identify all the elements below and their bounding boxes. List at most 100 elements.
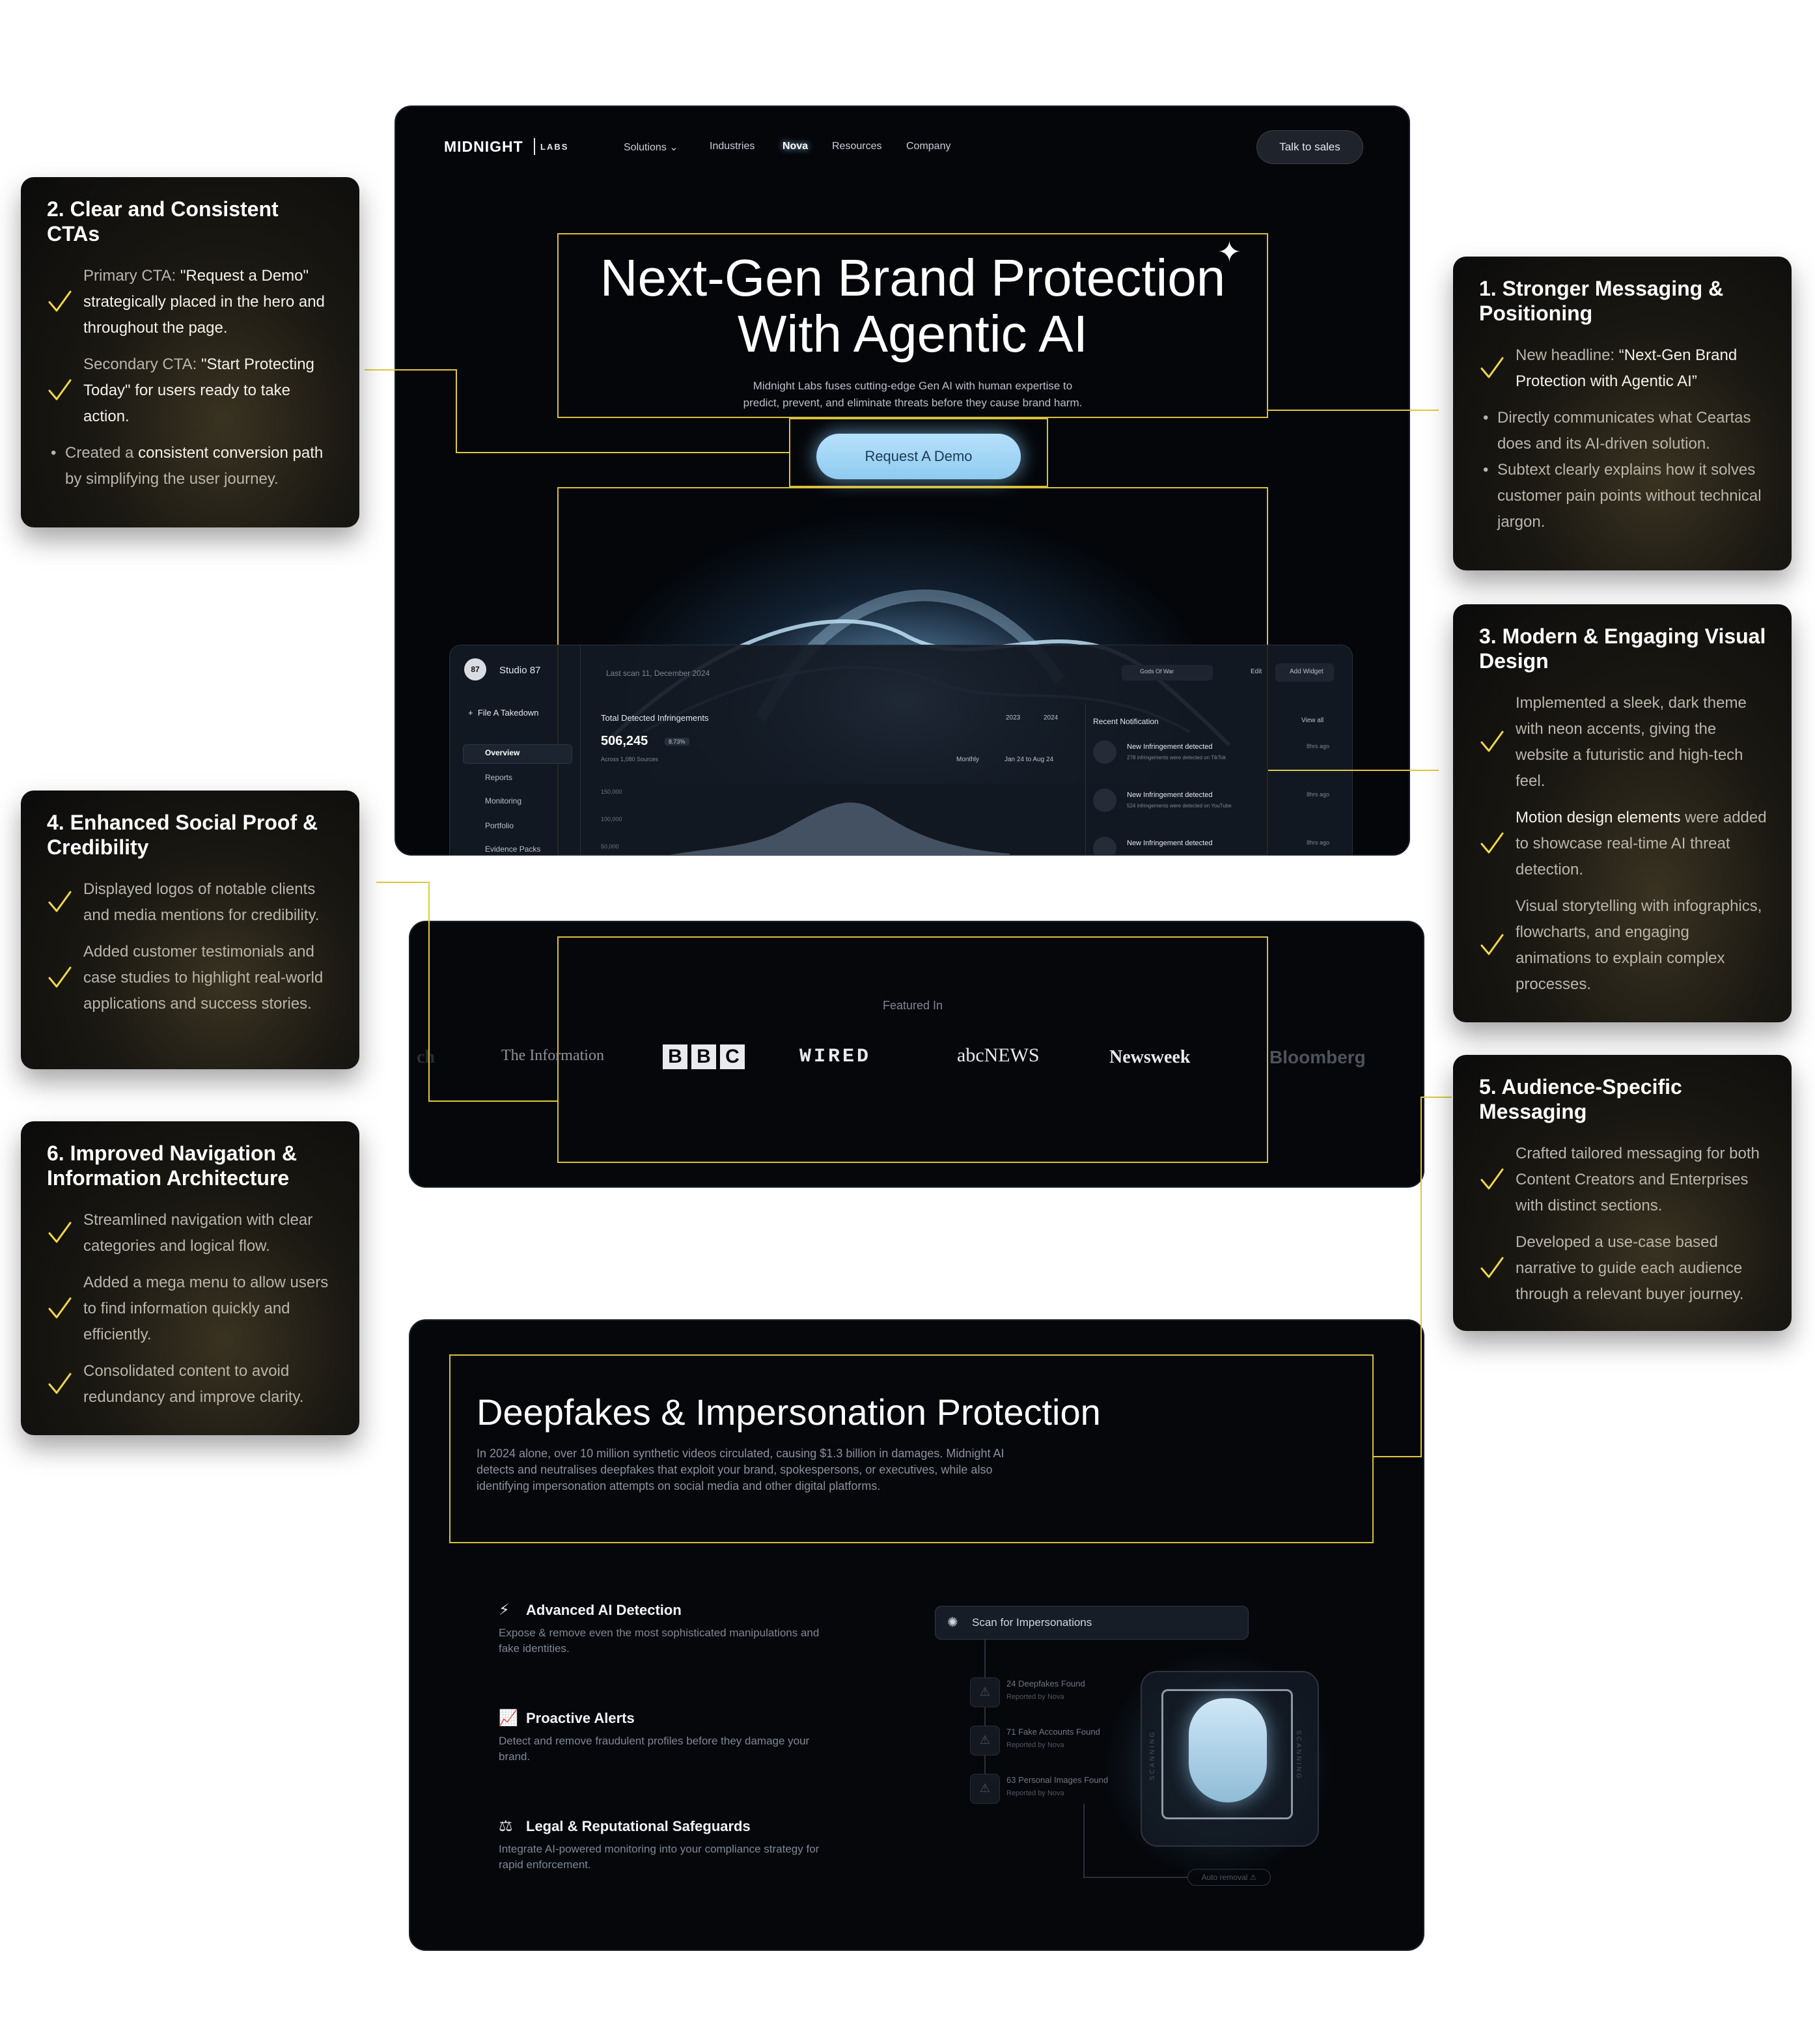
menu-evidence-packs[interactable]: Evidence Packs bbox=[485, 845, 541, 854]
auto-removal-badge: Auto removal ⚠ bbox=[1187, 1869, 1271, 1886]
nav-resources[interactable]: Resources bbox=[832, 141, 882, 152]
logo-main: MIDNIGHT bbox=[444, 138, 523, 155]
headline-highlight bbox=[557, 233, 1268, 418]
cta-highlight bbox=[789, 418, 1048, 487]
check-icon bbox=[1479, 932, 1505, 959]
card-bullet: Directly communicates what Ceartas does … bbox=[1479, 405, 1768, 457]
card-point: Motion design elements were added to sho… bbox=[1479, 805, 1768, 883]
menu-portfolio[interactable]: Portfolio bbox=[485, 821, 514, 830]
growth-badge: 8.73% bbox=[665, 738, 689, 746]
check-icon bbox=[1479, 1167, 1505, 1193]
check-icon bbox=[1479, 356, 1505, 382]
scanning-label-left: SCANNING bbox=[1148, 1730, 1156, 1780]
logo-abc-news: abcNEWS bbox=[957, 1044, 1040, 1066]
check-icon bbox=[47, 1296, 73, 1322]
legend-2024: 2024 bbox=[1044, 714, 1059, 721]
scan-result-title: 24 Deepfakes Found bbox=[1006, 1679, 1085, 1688]
card-title: 6. Improved Navigation &Information Arch… bbox=[47, 1141, 298, 1190]
nav-nova[interactable]: Nova bbox=[783, 141, 809, 152]
auto-removal-connector-h bbox=[1083, 1877, 1187, 1878]
annotation-card-navigation: 6. Improved Navigation &Information Arch… bbox=[21, 1121, 359, 1435]
check-icon bbox=[1479, 729, 1505, 755]
notification-panel bbox=[1085, 704, 1346, 855]
card-point: Added a mega menu to allow users to find… bbox=[47, 1270, 336, 1348]
period-select[interactable]: Monthly bbox=[956, 756, 980, 763]
nav-company[interactable]: Company bbox=[906, 141, 951, 152]
check-icon bbox=[47, 378, 73, 404]
talk-to-sales-button[interactable]: Talk to sales bbox=[1256, 130, 1363, 164]
annotation-card-messaging: 1. Stronger Messaging &Positioning New h… bbox=[1453, 257, 1792, 570]
add-widget-button[interactable] bbox=[1275, 664, 1334, 682]
dashboard-preview: 87 Studio 87 + File A Takedown Overview … bbox=[449, 645, 1353, 856]
scan-result-sub: Reported by Nova bbox=[1006, 1693, 1064, 1701]
scan-result-sub: Reported by Nova bbox=[1006, 1789, 1064, 1797]
sources-count: Across 1,080 Sources bbox=[601, 756, 659, 763]
menu-monitoring[interactable]: Monitoring bbox=[485, 796, 522, 805]
check-icon bbox=[47, 1220, 73, 1246]
logo-bloomberg: Bloomberg bbox=[1269, 1047, 1366, 1067]
request-demo-button[interactable]: Request A Demo bbox=[816, 434, 1021, 479]
connector-line bbox=[1420, 1097, 1422, 1457]
feature-title: Advanced AI Detection bbox=[526, 1602, 682, 1618]
notification-time: 8hrs ago bbox=[1307, 839, 1330, 846]
notification-icon bbox=[1093, 740, 1116, 764]
scan-button[interactable]: ✺ Scan for Impersonations bbox=[935, 1606, 1249, 1640]
workspace-name[interactable]: Studio 87 bbox=[499, 665, 541, 676]
featured-label: Featured In bbox=[882, 999, 943, 1012]
nav-logo[interactable]: MIDNIGHT bbox=[444, 138, 523, 156]
loading-icon: ✺ bbox=[947, 1616, 958, 1630]
featured-highlight bbox=[557, 936, 1268, 1163]
notification-title: New Infringement detected bbox=[1127, 743, 1213, 751]
notification-title: New Infringement detected bbox=[1127, 791, 1213, 799]
scan-connector bbox=[984, 1640, 986, 1804]
check-icon bbox=[47, 289, 73, 315]
logo-sub: LABS bbox=[540, 142, 569, 152]
view-all-link[interactable]: View all bbox=[1301, 717, 1324, 724]
connector-line bbox=[376, 882, 430, 883]
logo-newsweek: Newsweek bbox=[1109, 1047, 1191, 1067]
chevron-down-icon: ⌄ bbox=[669, 142, 678, 153]
headline-line-2: With Agentic AI bbox=[737, 305, 1088, 363]
magic-wand-icon: ⚡ bbox=[499, 1601, 510, 1619]
warning-icon: ⚠ bbox=[1249, 1873, 1257, 1882]
card-point: Crafted tailored messaging for both Cont… bbox=[1479, 1141, 1768, 1219]
check-icon bbox=[1479, 1255, 1505, 1281]
range-select[interactable]: Jan 24 to Aug 24 bbox=[1004, 756, 1054, 763]
card-point: Implemented a sleek, dark theme with neo… bbox=[1479, 690, 1768, 794]
deepfakes-highlight bbox=[449, 1354, 1374, 1543]
card-point: Streamlined navigation with clear catego… bbox=[47, 1207, 336, 1259]
nav-industries[interactable]: Industries bbox=[710, 141, 755, 152]
featured-panel bbox=[409, 921, 1424, 1188]
check-icon bbox=[47, 965, 73, 991]
file-takedown-button[interactable]: + File A Takedown bbox=[468, 708, 539, 718]
workspace-avatar[interactable]: 87 bbox=[464, 658, 486, 680]
project-name: Gods Of War bbox=[1140, 668, 1174, 675]
card-point: Visual storytelling with infographics, f… bbox=[1479, 893, 1768, 998]
scanning-label-right: SCANNING bbox=[1294, 1730, 1302, 1780]
hero-headline: Next-Gen Brand Protection With Agentic A… bbox=[557, 250, 1268, 362]
connector-line bbox=[456, 452, 789, 453]
nav-solutions[interactable]: Solutions ⌄ bbox=[624, 142, 678, 153]
connector-line bbox=[1374, 1456, 1422, 1457]
edit-button[interactable]: Edit bbox=[1251, 668, 1262, 675]
logo-wired: WIRED bbox=[799, 1046, 872, 1068]
connector-line bbox=[1420, 1097, 1452, 1098]
menu-reports[interactable]: Reports bbox=[485, 773, 513, 782]
feature-desc: Detect and remove fraudulent profiles be… bbox=[499, 1735, 810, 1763]
connector-line bbox=[428, 1100, 557, 1102]
warning-icon: ⚠ bbox=[970, 1774, 1000, 1804]
chart-line-icon: 📈 bbox=[499, 1709, 518, 1727]
notification-time: 8hrs ago bbox=[1307, 743, 1330, 749]
card-point: Displayed logos of notable clients and m… bbox=[47, 876, 336, 929]
warning-icon: ⚠ bbox=[970, 1726, 1000, 1756]
menu-overview[interactable] bbox=[463, 744, 572, 764]
check-icon bbox=[47, 1371, 73, 1397]
project-select[interactable] bbox=[1122, 665, 1213, 680]
feature-title: Proactive Alerts bbox=[526, 1710, 635, 1726]
ytick-50k: 50,000 bbox=[601, 843, 619, 850]
